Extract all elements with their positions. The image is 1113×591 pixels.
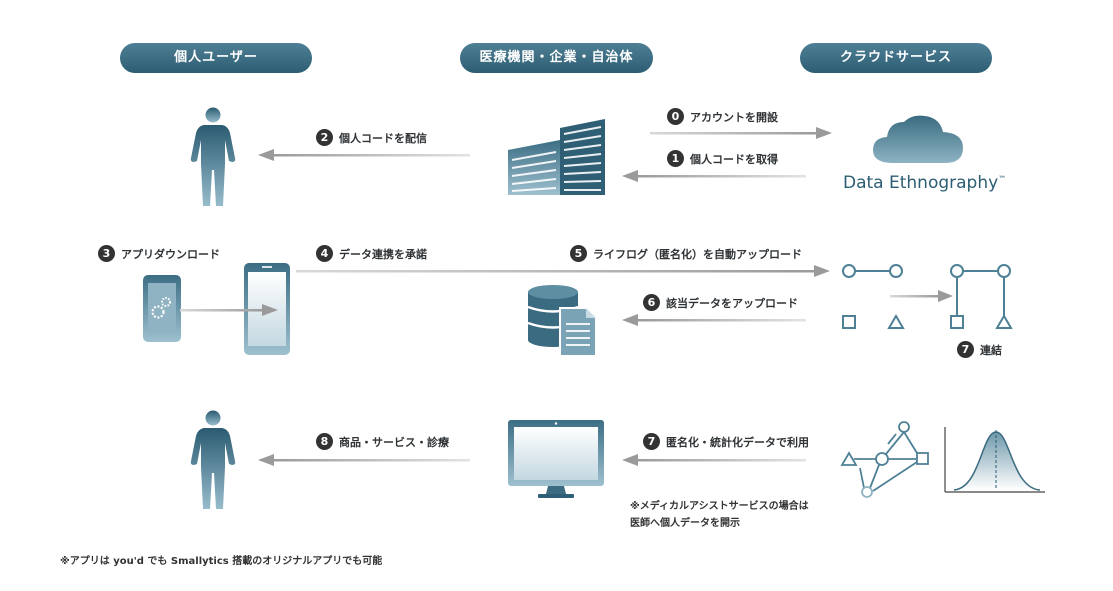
network-graph-icon [840, 421, 929, 498]
building-icon [508, 119, 605, 195]
arrow-products-services [258, 454, 470, 466]
header-cloud-service: クラウドサービス [800, 43, 992, 73]
document-icon [559, 307, 597, 357]
medical-assist-note-line1: ※メディカルアシストサービスの場合は [630, 501, 809, 512]
step-label: 個人コードを取得 [690, 152, 778, 166]
step-label: 個人コードを配信 [339, 131, 427, 145]
step-label: 匿名化・統計化データで利用 [666, 435, 809, 449]
step-7-anonymized-use: 7 匿名化・統計化データで利用 [643, 433, 809, 450]
brand-name: Data Ethnography [843, 173, 999, 193]
service-user-person-icon [190, 410, 236, 509]
arrow-lifelog-upload [296, 265, 830, 277]
separate-data-nodes [842, 264, 905, 329]
step-1-get-code: 1 個人コードを取得 [667, 150, 778, 167]
step-badge: 7 [643, 433, 660, 450]
arrow-get-code [622, 170, 806, 182]
app-phone-icon [143, 275, 181, 342]
arrow-anonymized-use [622, 454, 806, 466]
arrow-open-account [650, 127, 832, 139]
header-individual-user: 個人ユーザー [120, 43, 312, 73]
step-0-open-account: 0 アカウントを開設 [667, 108, 778, 125]
step-label: ライフログ（匿名化）を自動アップロード [593, 247, 802, 261]
monitor-icon [508, 420, 604, 498]
arrow-app-to-phone [180, 304, 278, 316]
cloud-icon [873, 115, 963, 163]
step-badge: 4 [316, 245, 333, 262]
step-badge: 0 [667, 108, 684, 125]
step-3-app-download: 3 アプリダウンロード [98, 245, 220, 262]
step-label: アプリダウンロード [121, 247, 220, 261]
step-5-lifelog-upload: 5 ライフログ（匿名化）を自動アップロード [570, 245, 802, 262]
step-8-products-services: 8 商品・サービス・診療 [316, 433, 449, 450]
medical-assist-note-line2: 医師へ個人データを開示 [630, 518, 740, 529]
footer-note: ※アプリは you'd でも Smallytics 搭載のオリジナルアプリでも可… [60, 556, 383, 567]
step-badge: 8 [316, 433, 333, 450]
step-badge: 6 [643, 294, 660, 311]
medical-assist-note: ※メディカルアシストサービスの場合は 医師へ個人データを開示 [630, 498, 809, 532]
step-2-deliver-code: 2 個人コードを配信 [316, 129, 427, 146]
step-badge: 2 [316, 129, 333, 146]
step-badge: 5 [570, 245, 587, 262]
step-label: 該当データをアップロード [666, 296, 798, 310]
step-badge: 1 [667, 150, 684, 167]
arrow-upload-data [622, 314, 806, 326]
header-institution: 医療機関・企業・自治体 [460, 43, 653, 73]
step-label: アカウントを開設 [690, 110, 778, 124]
step-4-consent: 4 データ連携を承諾 [316, 245, 427, 262]
step-badge: 3 [98, 245, 115, 262]
individual-user-person-icon [190, 107, 236, 206]
step-label: データ連携を承諾 [339, 247, 427, 261]
step-7-link: 7 連結 [957, 341, 1002, 358]
arrow-deliver-code [258, 149, 470, 161]
data-ethnography-logo: Data Ethnography™ [843, 173, 1006, 193]
trademark-mark: ™ [998, 174, 1007, 184]
linked-data-nodes [950, 264, 1013, 329]
step-label: 連結 [980, 343, 1002, 357]
step-6-upload-data: 6 該当データをアップロード [643, 294, 798, 311]
distribution-curve-icon [944, 427, 1045, 493]
step-badge: 7 [957, 341, 974, 358]
step-label: 商品・サービス・診療 [339, 435, 449, 449]
arrow-link-data [890, 290, 953, 302]
